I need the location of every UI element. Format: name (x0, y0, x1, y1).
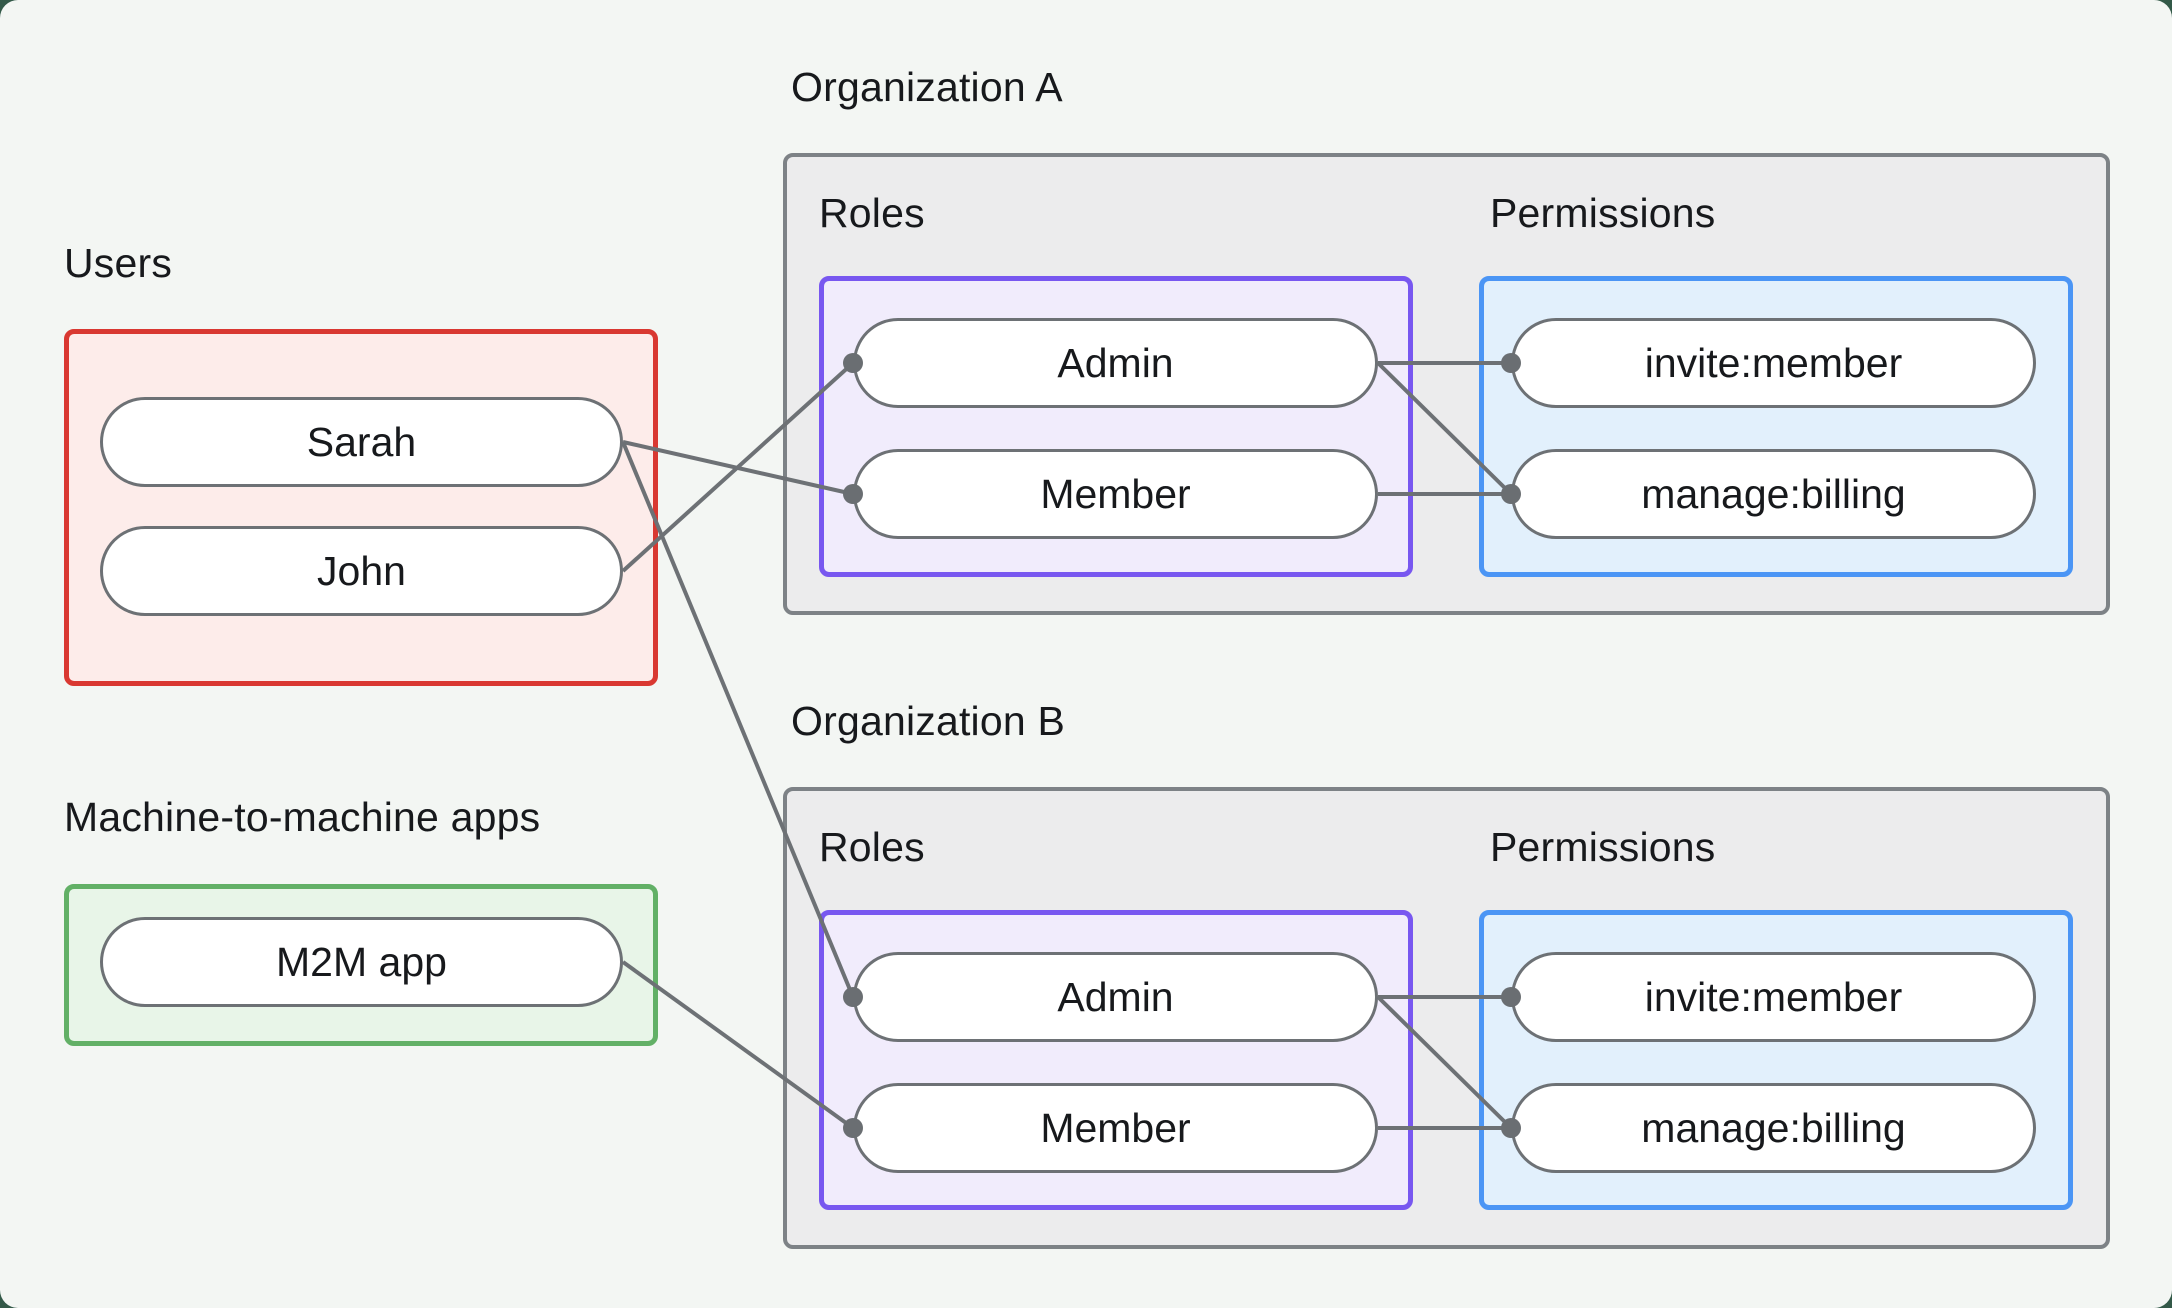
user-node-john-label: John (317, 547, 406, 594)
org-b-permission-manage-billing: manage:billing (1511, 1083, 2036, 1173)
m2m-app-node: M2M app (100, 917, 623, 1007)
user-node-sarah: Sarah (100, 397, 623, 487)
users-group-box (64, 329, 658, 686)
org-a-permission-manage-billing: manage:billing (1511, 449, 2036, 539)
org-a-role-member-label: Member (1040, 470, 1191, 517)
org-a-permission-invite-member-label: invite:member (1644, 339, 1903, 386)
org-a-role-member: Member (853, 449, 1378, 539)
m2m-group-label: Machine-to-machine apps (64, 794, 541, 840)
org-b-permissions-label: Permissions (1490, 824, 1716, 870)
org-b-role-member: Member (853, 1083, 1378, 1173)
org-b-role-admin: Admin (853, 952, 1378, 1042)
org-a-permission-invite-member: invite:member (1511, 318, 2036, 408)
org-b-roles-label: Roles (819, 824, 925, 870)
org-b-permission-invite-member: invite:member (1511, 952, 2036, 1042)
org-b-role-admin-label: Admin (1057, 973, 1174, 1020)
user-node-sarah-label: Sarah (306, 418, 417, 465)
org-b-role-member-label: Member (1040, 1104, 1191, 1151)
org-b-permission-invite-member-label: invite:member (1644, 973, 1903, 1020)
org-a-role-admin: Admin (853, 318, 1378, 408)
org-a-permission-manage-billing-label: manage:billing (1641, 470, 1906, 517)
org-a-permissions-label: Permissions (1490, 190, 1716, 236)
org-b-label: Organization B (791, 698, 1066, 744)
users-group-label: Users (64, 240, 173, 286)
org-a-roles-label: Roles (819, 190, 925, 236)
org-a-role-admin-label: Admin (1057, 339, 1174, 386)
m2m-app-node-label: M2M app (276, 938, 447, 985)
org-a-label: Organization A (791, 64, 1063, 110)
user-node-john: John (100, 526, 623, 616)
org-b-permission-manage-billing-label: manage:billing (1641, 1104, 1906, 1151)
